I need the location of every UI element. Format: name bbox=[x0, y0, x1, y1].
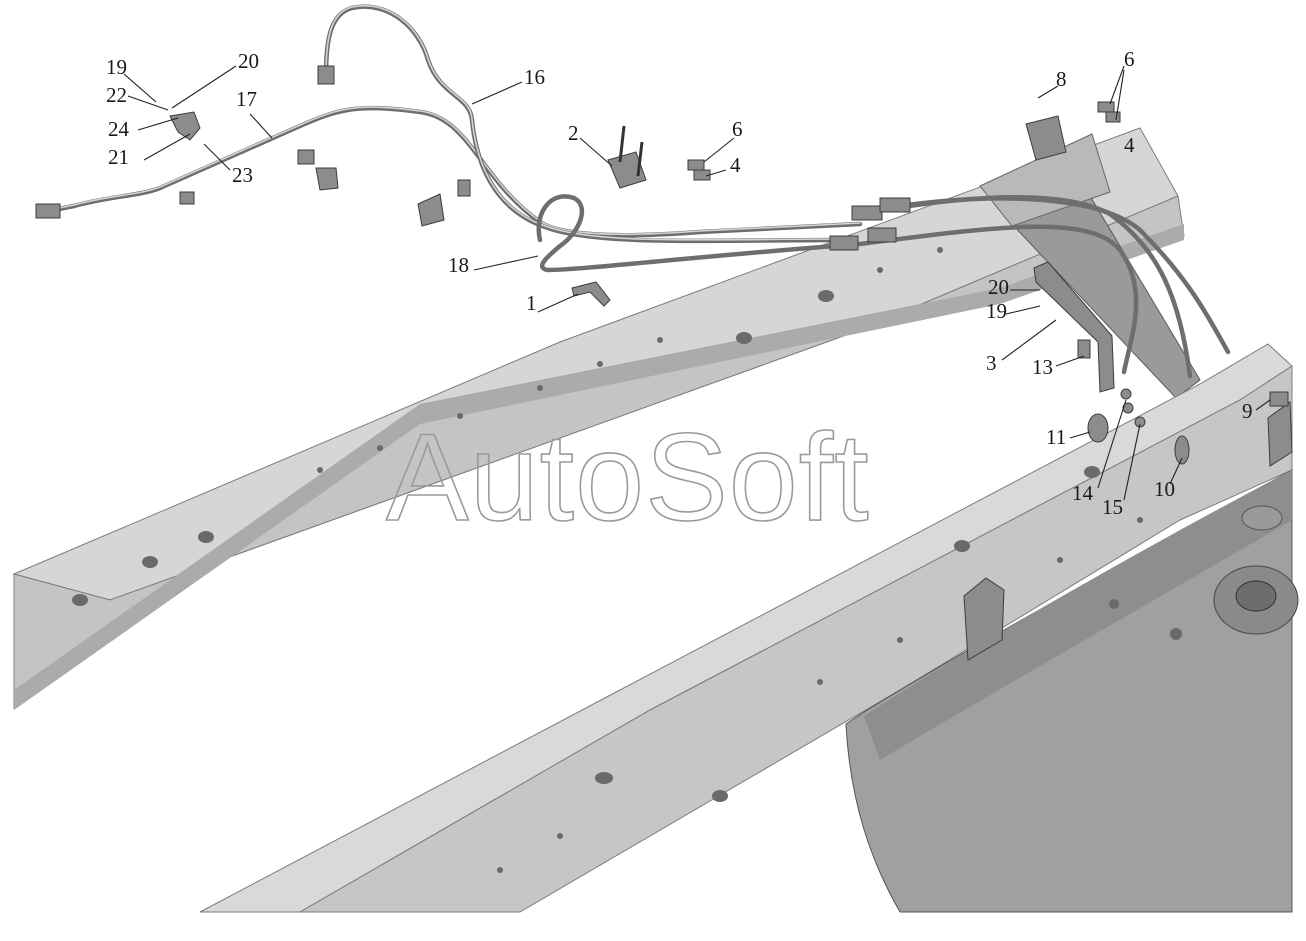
frame-hole bbox=[712, 790, 728, 802]
callout-label: 3 bbox=[986, 351, 997, 375]
tank-brackets bbox=[963, 401, 1293, 661]
callout-label: 15 bbox=[1102, 495, 1123, 519]
callout-label: 6 bbox=[1124, 47, 1135, 71]
frame-hole bbox=[595, 772, 613, 784]
frame-hole bbox=[317, 467, 323, 473]
frame-hole bbox=[736, 332, 752, 344]
coupling bbox=[879, 197, 911, 213]
coupling bbox=[851, 205, 883, 221]
callout-label: 1 bbox=[526, 291, 537, 315]
coupling bbox=[829, 235, 859, 251]
frame-hole bbox=[497, 867, 503, 873]
frame-hole bbox=[377, 445, 383, 451]
callout-label: 8 bbox=[1056, 67, 1067, 91]
valve-9 bbox=[1269, 391, 1289, 407]
callout-label: 4 bbox=[730, 153, 741, 177]
callout-label: 14 bbox=[1072, 481, 1094, 505]
callout-label: 4 bbox=[1124, 133, 1135, 157]
frame-hole bbox=[1057, 557, 1063, 563]
nut-15 bbox=[1134, 416, 1146, 428]
callout-label: 16 bbox=[524, 65, 545, 89]
frame-hole bbox=[818, 290, 834, 302]
frame-hole bbox=[1084, 466, 1100, 478]
fuel-tank-sender-port bbox=[1241, 505, 1283, 531]
frame-hole bbox=[1137, 517, 1143, 523]
bushing bbox=[297, 149, 315, 165]
clip bbox=[417, 193, 445, 227]
clamp-2 bbox=[607, 125, 647, 189]
coupling bbox=[867, 227, 897, 243]
plug-10 bbox=[1174, 435, 1190, 465]
pipe-couplings bbox=[829, 197, 911, 251]
callout-label: 10 bbox=[1154, 477, 1175, 501]
sleeve bbox=[1105, 111, 1121, 123]
fuel-tank-boss bbox=[1109, 599, 1119, 609]
frame-hole bbox=[557, 833, 563, 839]
callout-label: 20 bbox=[238, 49, 259, 73]
clamp-2-bolt bbox=[636, 141, 644, 177]
callout-label: 19 bbox=[986, 299, 1007, 323]
frame-hole bbox=[537, 385, 543, 391]
callout-label: 23 bbox=[232, 163, 253, 187]
bolt-13 bbox=[1077, 339, 1091, 359]
parts-9-15 bbox=[1077, 339, 1289, 465]
callout-label: 19 bbox=[106, 55, 127, 79]
frame-hole bbox=[877, 267, 883, 273]
bushing bbox=[179, 191, 195, 205]
callout-label: 24 bbox=[108, 117, 130, 141]
tank-bracket-rear bbox=[1267, 401, 1293, 467]
callout-label: 17 bbox=[236, 87, 257, 111]
callout-labels: 19 20 22 17 24 21 23 16 2 6 4 8 6 4 18 1… bbox=[106, 47, 1253, 519]
bushings-left bbox=[179, 149, 471, 227]
sleeve bbox=[687, 159, 705, 171]
fuel-tank-top bbox=[864, 470, 1292, 760]
pipe-17-fitting bbox=[35, 203, 61, 219]
frame-hole bbox=[937, 247, 943, 253]
frame-hole bbox=[597, 361, 603, 367]
sleeve bbox=[1097, 101, 1115, 113]
clamp-8 bbox=[1025, 115, 1067, 161]
frame-hole bbox=[897, 637, 903, 643]
plug-11 bbox=[1087, 413, 1109, 443]
tank-bracket-front bbox=[963, 577, 1005, 661]
callout-label: 13 bbox=[1032, 355, 1053, 379]
callout-label: 6 bbox=[732, 117, 743, 141]
callout-label: 20 bbox=[988, 275, 1009, 299]
fuel-tank bbox=[845, 469, 1299, 913]
clamp-2-bolt bbox=[618, 125, 626, 163]
clip bbox=[315, 167, 339, 191]
bracket-24 bbox=[169, 111, 201, 141]
pipe-16-fitting bbox=[317, 65, 335, 85]
callout-label: 18 bbox=[448, 253, 469, 277]
bushing bbox=[457, 179, 471, 197]
parts-4-6 bbox=[687, 101, 1121, 181]
frame-hole bbox=[72, 594, 88, 606]
callout-label: 22 bbox=[106, 83, 127, 107]
frame-hole bbox=[142, 556, 158, 568]
callout-label: 11 bbox=[1046, 425, 1066, 449]
fuel-tank-filler-cap bbox=[1235, 580, 1277, 612]
bracket-3 bbox=[1033, 261, 1115, 393]
callout-label: 2 bbox=[568, 121, 579, 145]
pipe-16 bbox=[317, 4, 843, 244]
callout-label: 21 bbox=[108, 145, 129, 169]
callout-label: 9 bbox=[1242, 399, 1253, 423]
frame-hole bbox=[457, 413, 463, 419]
frame-holes bbox=[72, 247, 1143, 873]
watermark: AutoSoft bbox=[386, 409, 870, 547]
fuel-tank-boss bbox=[1170, 628, 1182, 640]
frame-hole bbox=[954, 540, 970, 552]
pipe-18-loop bbox=[536, 194, 1231, 379]
frame-hole bbox=[817, 679, 823, 685]
nut-14 bbox=[1120, 388, 1132, 400]
frame-hole bbox=[657, 337, 663, 343]
frame-hole bbox=[198, 531, 214, 543]
leader-lines bbox=[123, 65, 1271, 501]
